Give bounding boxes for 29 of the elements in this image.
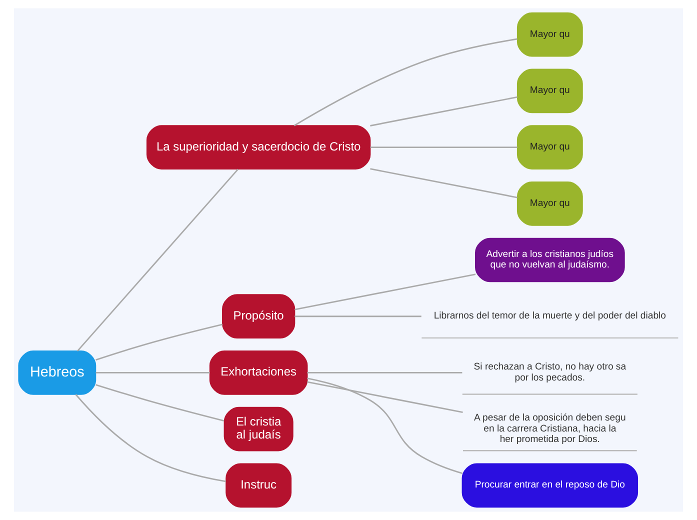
node-box: Hebreos: [18, 350, 96, 395]
node-box: Mayor qu: [516, 125, 583, 170]
node-box: Propósito: [222, 294, 296, 339]
connector: [96, 372, 210, 374]
node-text: A pesar de la oposición deben segu en la carrera Cristiana, hacia la her prometida por Dios.: [474, 412, 626, 446]
node-box: Mayor qu: [516, 12, 583, 57]
node-box: La superioridad y sacerdocio de Cristo: [146, 125, 371, 170]
connector: [75, 394, 226, 482]
node-box: Exhortaciones: [209, 350, 308, 395]
node-box: Mayor qu: [516, 68, 583, 114]
connector: [307, 372, 462, 374]
node-box: Procurar entrar en el reposo de Dio: [462, 463, 638, 508]
connector: [307, 378, 462, 474]
connector: [96, 324, 223, 361]
node-box: Advertir a los cristianos judíos que no vuelvan al judaísmo.: [474, 238, 625, 282]
node-text: Si rechazan a Cristo, no hay otro sa por los pecados.: [474, 362, 626, 384]
node-box: El cristia al judaís: [224, 406, 294, 452]
connector: [370, 168, 518, 198]
connector: [294, 38, 518, 126]
connector: [294, 316, 422, 318]
connector: [76, 168, 239, 352]
connector: [370, 96, 518, 126]
node-text: Librarnos del temor de la muerte y del poder del diablo: [434, 310, 666, 322]
node-box: Mayor qu: [516, 181, 583, 226]
connector: [370, 146, 518, 148]
connector: [307, 381, 463, 413]
node-box: Instruc: [226, 463, 292, 508]
connector: [96, 384, 224, 422]
connector: [294, 274, 476, 310]
